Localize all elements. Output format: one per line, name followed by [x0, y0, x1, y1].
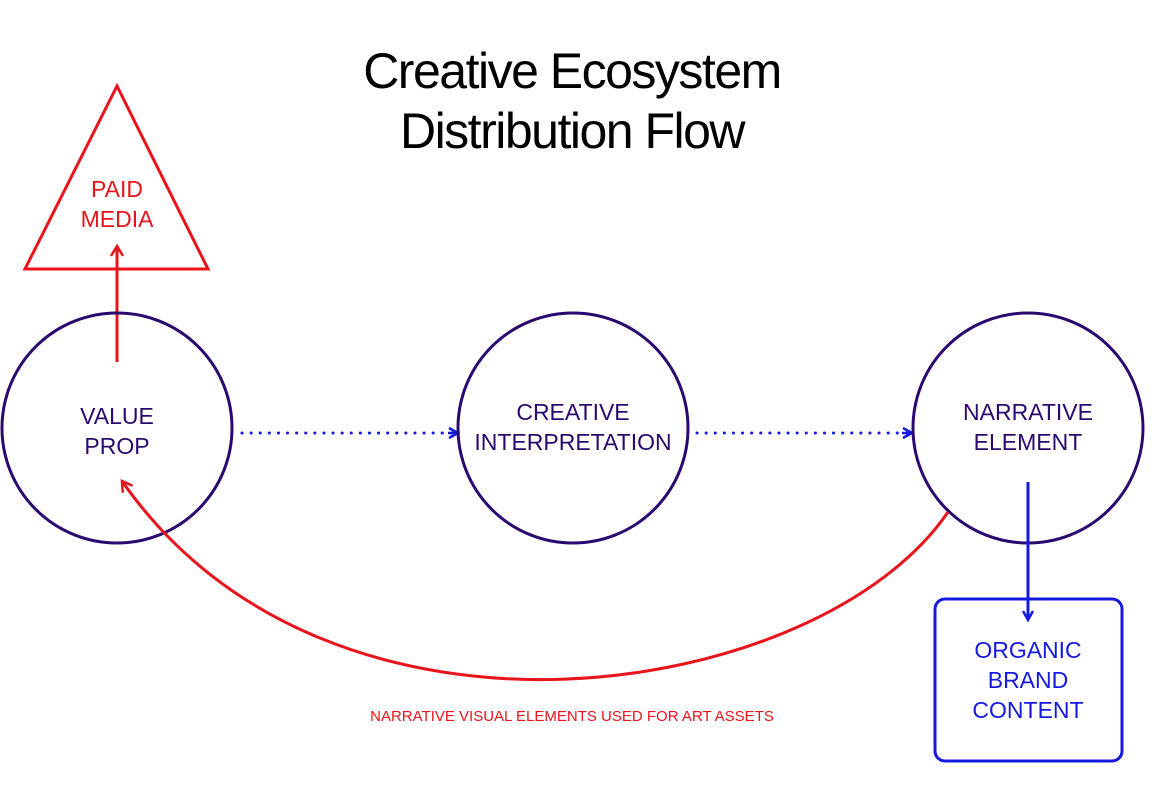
narrative-element-label-line-2: ELEMENT	[974, 429, 1083, 455]
creative-interpretation-label-line-1: CREATIVE	[516, 399, 629, 425]
organic-brand-content-label-line-2: BRAND	[988, 667, 1069, 693]
value-prop-label-line-2: PROP	[84, 433, 149, 459]
value-prop-label-line-1: VALUE	[80, 403, 154, 429]
circle-shape	[0, 311, 234, 545]
node-value-prop: VALUE PROP	[0, 311, 234, 545]
narrative-element-label-line-1: NARRATIVE	[963, 399, 1093, 425]
node-organic-brand-content: ORGANIC BRAND CONTENT	[933, 597, 1124, 763]
circle-shape	[456, 311, 690, 545]
paid-media-label-line-2: MEDIA	[81, 206, 155, 232]
rounded-rect-shape	[933, 597, 1124, 763]
creative-interpretation-label-line-2: INTERPRETATION	[474, 429, 671, 455]
node-creative-interpretation: CREATIVE INTERPRETATION	[456, 311, 690, 545]
diagram-title-line-1: Creative Ecosystem	[363, 43, 781, 99]
edge-narrative-element-to-value-prop	[120, 479, 950, 682]
node-paid-media: PAID MEDIA	[22, 82, 211, 271]
feedback-edge-caption: NARRATIVE VISUAL ELEMENTS USED FOR ART A…	[370, 708, 774, 725]
diagram-title-line-2: Distribution Flow	[400, 103, 746, 159]
paid-media-label-line-1: PAID	[91, 176, 143, 202]
organic-brand-content-label-line-1: ORGANIC	[974, 637, 1081, 663]
organic-brand-content-label-line-3: CONTENT	[972, 697, 1083, 723]
